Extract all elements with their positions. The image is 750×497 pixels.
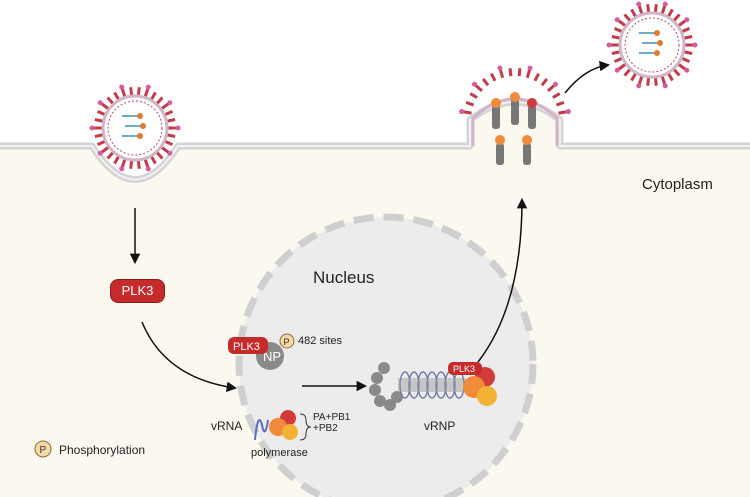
phospho-marker-icon [279,333,295,349]
plk3-vrnp-label: PLK3 [453,364,475,374]
vrnp-label: vRNP [424,419,456,433]
plasma-membrane-inner [0,101,750,181]
phospho-marker-label: P [284,337,290,347]
polymerase-subunits-label: PA+PB1 +PB2 [313,412,350,434]
polymerase-brace [299,413,312,441]
cytoplasm-label: Cytoplasm [642,176,713,193]
plk3-np-complex: NP PLK3 P [228,333,295,370]
plk3-complex-label: PLK3 [233,341,260,353]
vrna-strand-icon [254,419,269,441]
legend-phospho-symbol: P [40,445,47,456]
pa-pb1-label: PA+PB1 [313,412,351,423]
polymerase-label: polymerase [251,447,308,459]
plk3-complex-badge [228,337,268,354]
plk3-badge: PLK3 [110,279,165,303]
plk3-vrnp-badge [448,362,482,375]
legend-phospho-icon [34,440,52,458]
vrnp-icon: PLK3 [369,362,497,411]
arrow-release [564,60,611,94]
phospho-sites-label: 482 sites [298,335,343,347]
pb2-label: +PB2 [313,423,338,434]
polymerase-icon [254,410,312,441]
nucleus [239,217,533,497]
arrow-vrnp-to-membrane [477,197,528,363]
nuclear-envelope [235,213,537,497]
nucleus-label: Nucleus [313,268,375,287]
legend: P [34,440,52,458]
released-virion-icon [606,1,698,89]
entering-virion-icon [89,84,181,172]
budding-virion-icon [459,65,571,165]
arrow-plk3-to-np [141,321,238,393]
np-label: NP [263,349,281,364]
phosphorylation-legend-label: Phosphorylation [59,443,146,457]
vrna-label: vRNA [211,419,243,433]
budding-vrnp-icon [491,92,537,165]
